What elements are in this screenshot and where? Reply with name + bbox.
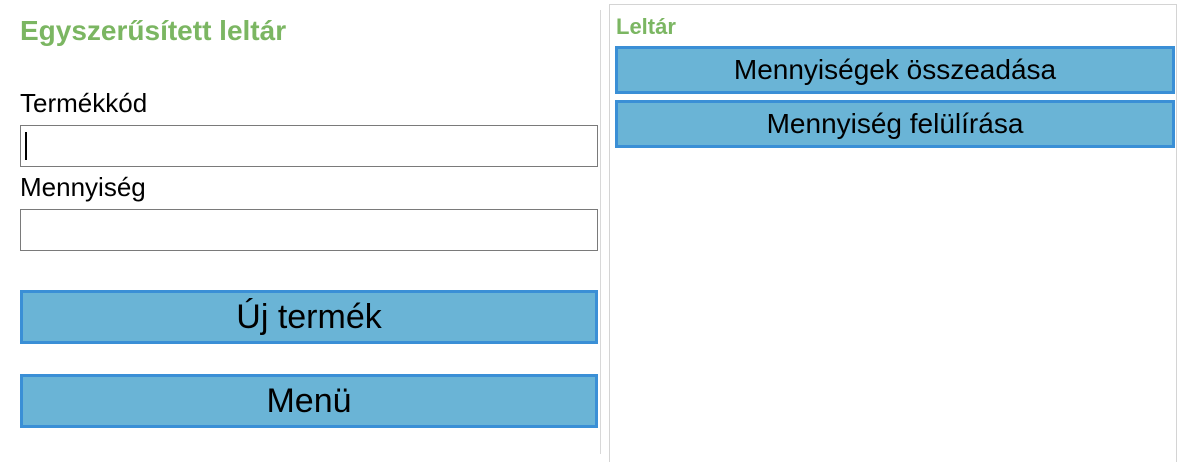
new-product-button[interactable]: Új termék [20,290,598,344]
quantity-label: Mennyiség [20,172,146,202]
page-title: Egyszerűsített leltár [20,15,287,46]
inventory-panel-title: Leltár [616,14,676,39]
overwrite-quantity-button[interactable]: Mennyiség felülírása [615,100,1175,148]
text-caret [25,132,27,160]
form-panel: Egyszerűsített leltár Termékkód Mennyisé… [20,15,598,428]
panel-divider [600,10,601,454]
product-code-input[interactable] [20,125,598,167]
product-code-label: Termékkód [20,88,148,118]
menu-button[interactable]: Menü [20,374,598,428]
inventory-panel: Leltár Mennyiségek összeadása Mennyiség … [609,4,1177,462]
add-quantities-button[interactable]: Mennyiségek összeadása [615,46,1175,94]
quantity-input[interactable] [20,209,598,251]
